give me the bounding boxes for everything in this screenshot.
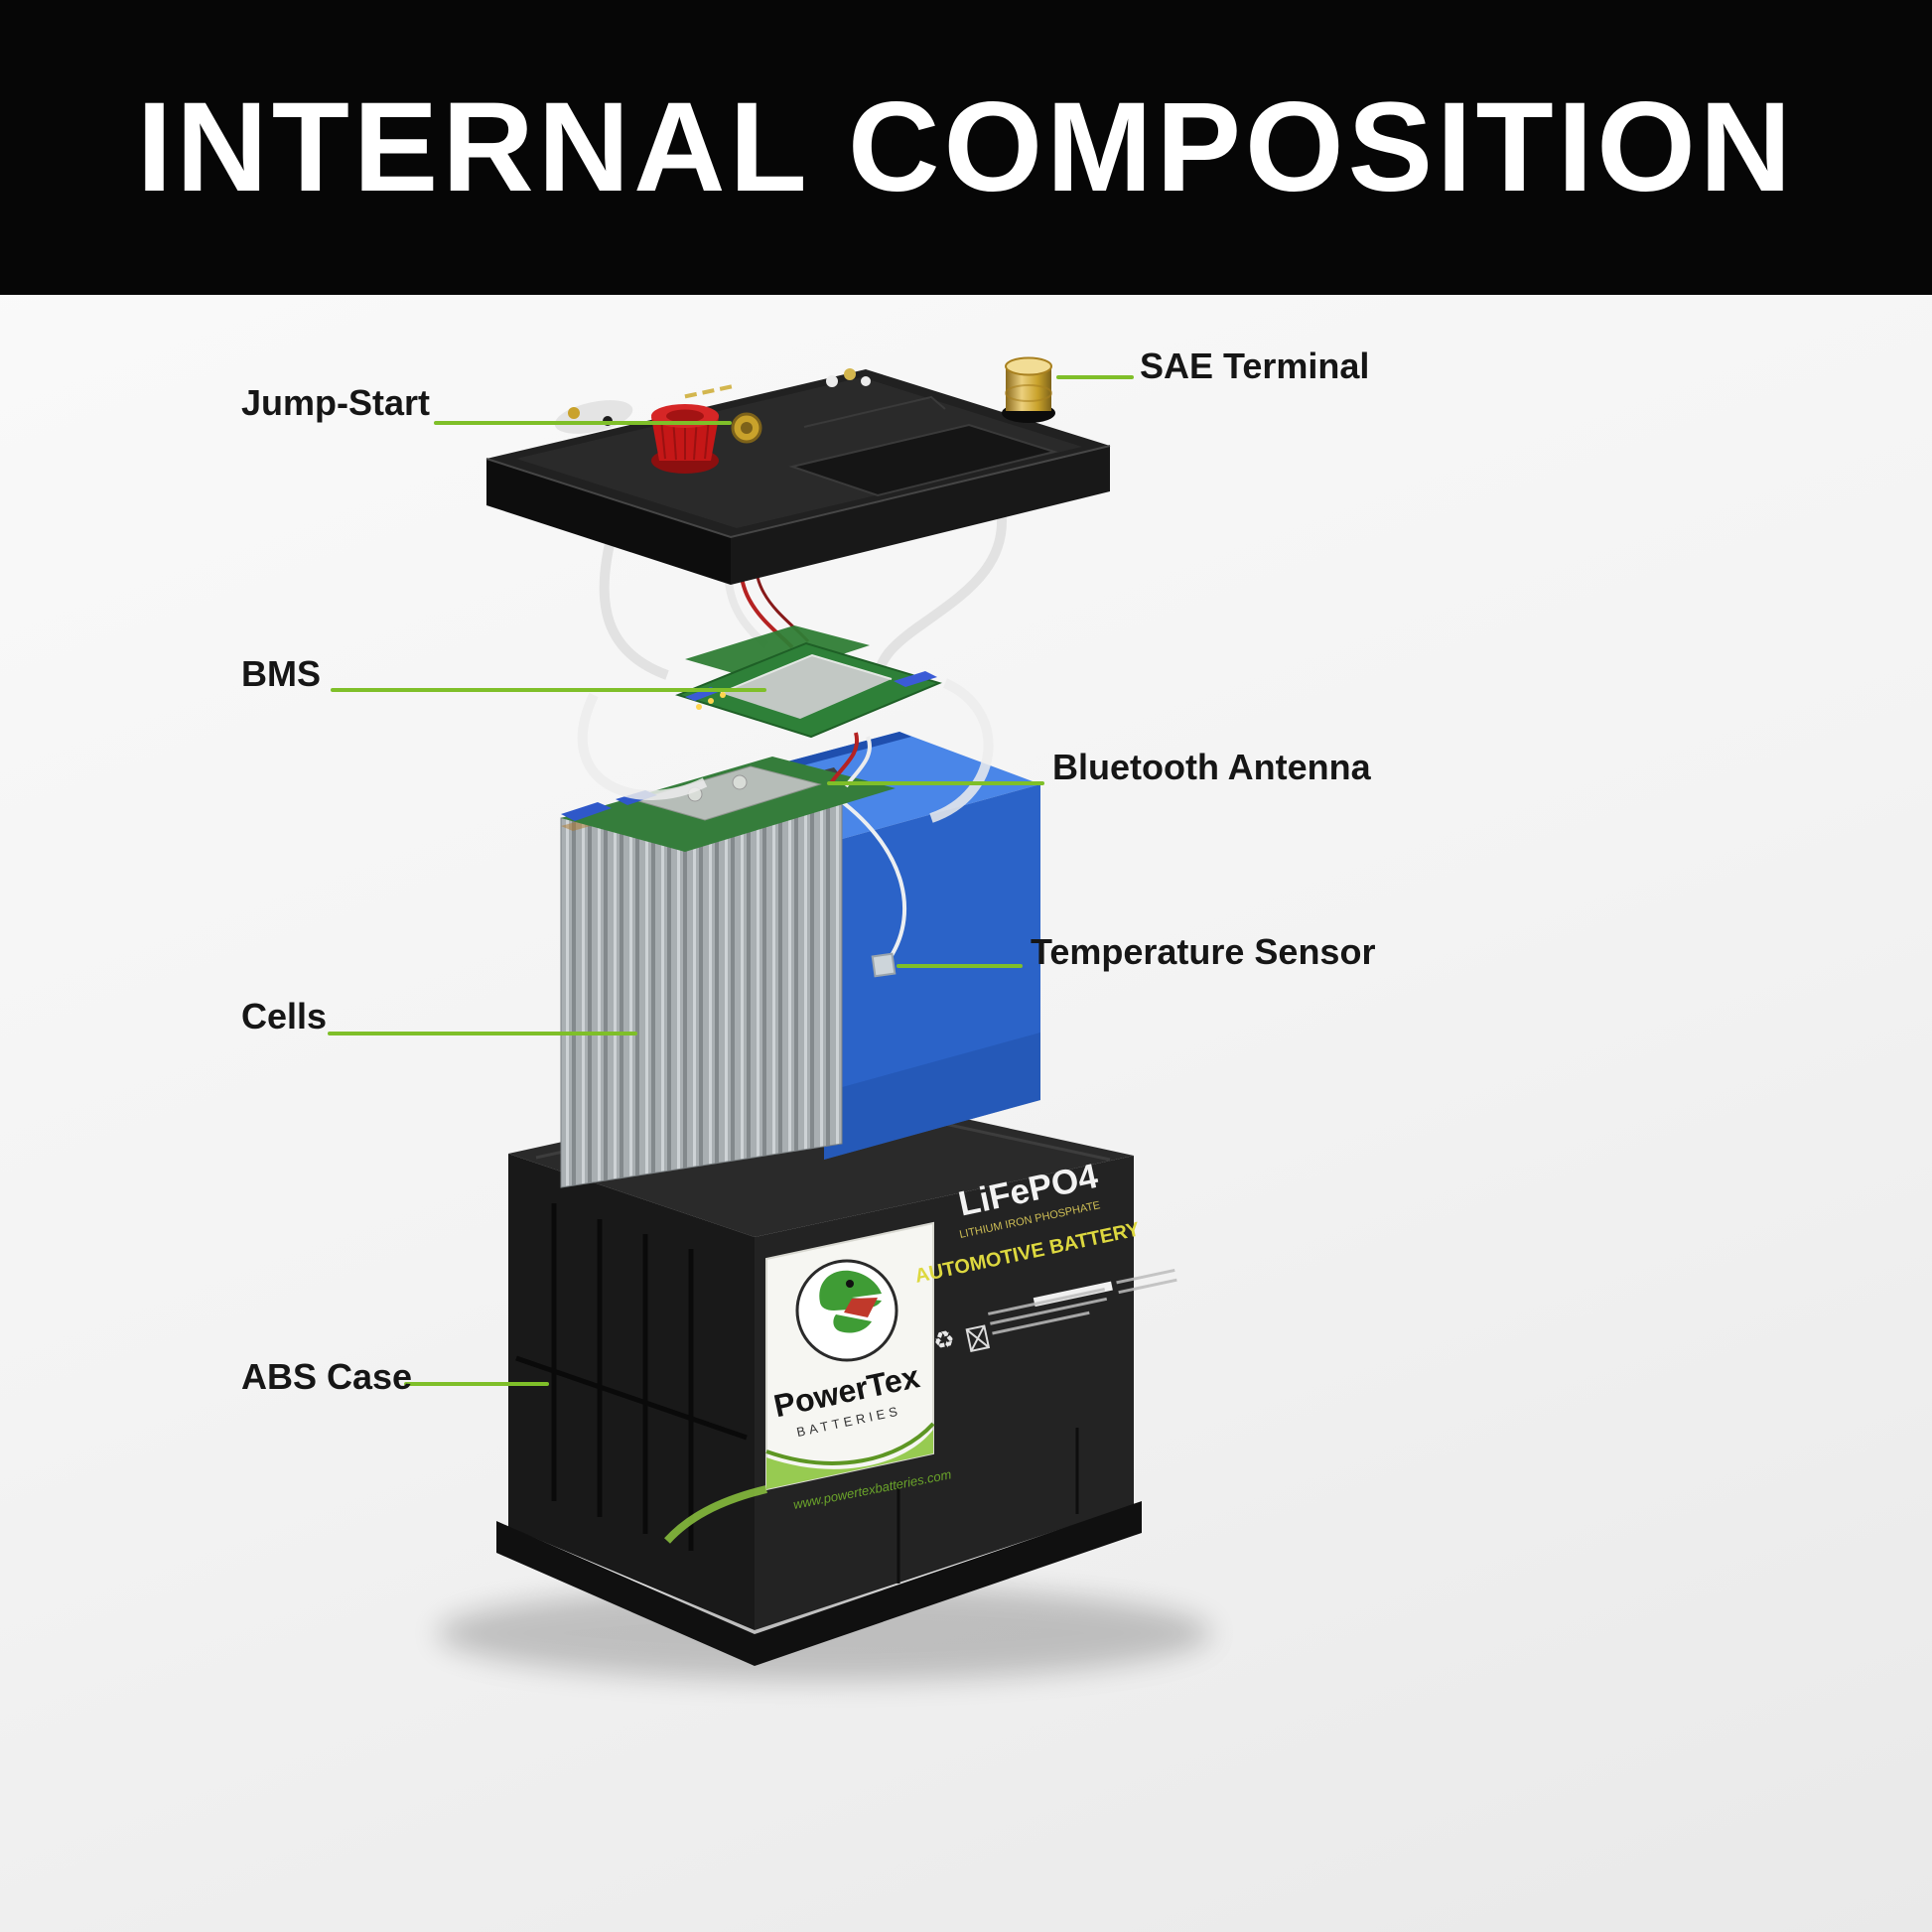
jump-start-knob: [651, 404, 719, 474]
cell-stack: [560, 757, 896, 1188]
sae-terminal-post: [1002, 356, 1055, 423]
label-abs-case: ABS Case: [241, 1356, 413, 1397]
waste-bin-icon: [965, 1324, 991, 1352]
top-lid: [485, 356, 1111, 585]
label-cells: Cells: [241, 996, 328, 1036]
page-title: INTERNAL COMPOSITION: [136, 76, 1796, 218]
header-bar: INTERNAL COMPOSITION: [0, 0, 1932, 295]
label-temperature-sensor: Temperature Sensor: [1031, 931, 1376, 972]
fine-print-lines: [988, 1268, 1177, 1335]
temperature-sensor-leader-line: [897, 964, 1023, 968]
label-jump-start: Jump-Start: [241, 382, 431, 423]
bms-leader-line: [331, 688, 766, 692]
dino-logo: [795, 1259, 898, 1362]
cells-leader-line: [328, 1032, 637, 1035]
case-grooves: [515, 1203, 748, 1551]
label-sae-terminal: SAE Terminal: [1140, 345, 1370, 386]
label-bms: BMS: [241, 653, 321, 694]
abs-case-leader-line: [404, 1382, 549, 1386]
bluetooth-antenna-leader-line: [827, 781, 1044, 785]
antenna-wire: [830, 792, 907, 959]
abs-case-shape: PowerTex BATTERIES LiFePO4 LITHIUM IRON …: [496, 1086, 1177, 1666]
sae-terminal-leader-line: [1056, 375, 1134, 379]
bms-to-pack-wire-red: [828, 732, 860, 786]
lid-print-marks: [684, 384, 733, 399]
bms-board: [675, 625, 942, 788]
temperature-sensor-chip: [871, 952, 897, 978]
label-bluetooth-antenna: Bluetooth Antenna: [1052, 747, 1371, 787]
jump-start-leader-line: [434, 421, 732, 425]
